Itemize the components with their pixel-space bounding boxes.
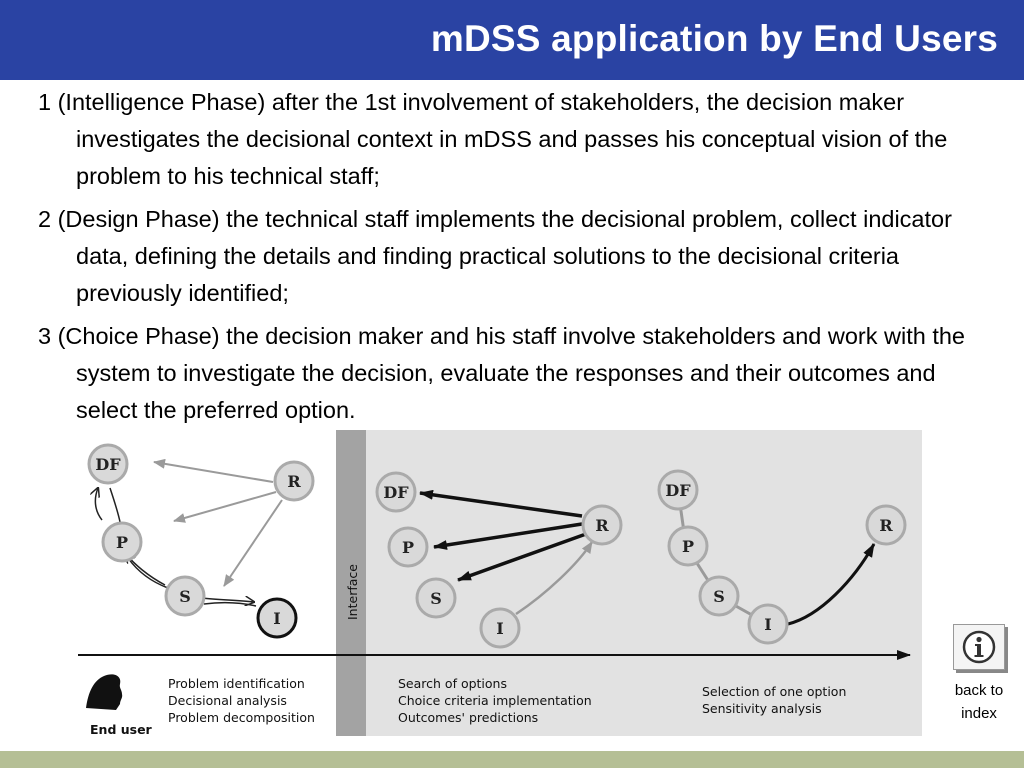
body-text: 1 (Intelligence Phase) after the 1st inv… bbox=[38, 84, 998, 435]
footer-bar bbox=[0, 751, 1024, 768]
arrow-r2-to-p bbox=[433, 522, 583, 550]
node-s-phase2 bbox=[415, 577, 457, 619]
interface-label: Interface bbox=[345, 564, 360, 620]
node-p-phase1-label: P bbox=[116, 533, 128, 552]
node-s-phase2-label: S bbox=[430, 589, 442, 608]
paragraph-intelligence: 1 (Intelligence Phase) after the 1st inv… bbox=[38, 89, 948, 189]
phase2-line-2: Choice criteria implementation bbox=[398, 693, 592, 708]
node-df-phase2-label: DF bbox=[383, 483, 409, 502]
arrow-i2-to-r2 bbox=[515, 541, 594, 616]
end-user-icon bbox=[86, 674, 123, 710]
end-user-label: End user bbox=[90, 722, 153, 737]
node-s-phase1-label: S bbox=[179, 587, 191, 606]
node-p-phase2 bbox=[387, 526, 429, 568]
node-i-phase1 bbox=[256, 597, 298, 639]
node-r-phase2 bbox=[581, 504, 623, 546]
arrow-r2-to-s bbox=[457, 532, 587, 582]
node-i-phase1-label: I bbox=[273, 609, 280, 628]
node-r-phase1 bbox=[273, 460, 315, 502]
node-i-phase3 bbox=[747, 603, 789, 645]
node-i-phase3-label: I bbox=[764, 615, 771, 634]
phase2-line-1: Search of options bbox=[398, 676, 507, 691]
interface-bar bbox=[336, 430, 366, 736]
node-s-phase1 bbox=[164, 575, 206, 617]
node-p-phase2-label: P bbox=[402, 538, 414, 557]
info-icon bbox=[962, 630, 996, 664]
back-to-index-button[interactable] bbox=[953, 624, 1005, 670]
paragraph-design: 2 (Design Phase) the technical staff imp… bbox=[38, 206, 952, 306]
node-r-phase1-label: R bbox=[287, 472, 301, 491]
phase3-line-2: Sensitivity analysis bbox=[702, 701, 822, 716]
arrow-r-to-p bbox=[173, 491, 277, 523]
arrow-r-to-df bbox=[153, 458, 274, 483]
node-df-phase1-label: DF bbox=[95, 455, 121, 474]
node-df-phase3 bbox=[657, 469, 699, 511]
node-r-phase2-label: R bbox=[595, 516, 609, 535]
paragraph-choice: 3 (Choice Phase) the decision maker and … bbox=[38, 323, 965, 423]
phase1-line-2: Decisional analysis bbox=[168, 693, 287, 708]
back-to-index-label[interactable]: back to index bbox=[940, 679, 1018, 725]
path-df-p-s-i-phase3 bbox=[676, 489, 769, 626]
node-r-phase3-label: R bbox=[879, 516, 893, 535]
phase2-line-3: Outcomes' predictions bbox=[398, 710, 538, 725]
arrow-r-to-s bbox=[223, 499, 283, 587]
arrow-s-to-i bbox=[201, 598, 254, 602]
page-title: mDSS application by End Users bbox=[430, 18, 998, 59]
node-s-phase3-label: S bbox=[713, 587, 725, 606]
node-p-phase3 bbox=[667, 525, 709, 567]
node-p-phase1 bbox=[101, 521, 143, 563]
node-df-phase1 bbox=[87, 443, 129, 485]
phase1-line-3: Problem decomposition bbox=[168, 710, 315, 725]
back-label-line-1: back to bbox=[954, 682, 1004, 699]
phase2-3-panel bbox=[366, 430, 922, 736]
node-i-phase2-label: I bbox=[496, 619, 503, 638]
curve-p-to-s bbox=[127, 557, 169, 589]
mdss-phases-diagram: Interface DF P S I R DF P S I bbox=[68, 430, 924, 740]
phase1-line-1: Problem identification bbox=[168, 676, 305, 691]
phase3-line-1: Selection of one option bbox=[702, 684, 846, 699]
arrow-i3-to-r3 bbox=[787, 543, 876, 626]
back-label-line-2: index bbox=[961, 705, 997, 722]
back-to-index[interactable]: back to index bbox=[940, 624, 1018, 725]
node-r-phase3 bbox=[865, 504, 907, 546]
arrow-r2-to-df bbox=[419, 489, 583, 518]
node-df-phase2 bbox=[375, 471, 417, 513]
arrow-p-to-df bbox=[95, 488, 103, 521]
node-s-phase3 bbox=[698, 575, 740, 617]
node-p-phase3-label: P bbox=[682, 537, 694, 556]
title-bar: mDSS application by End Users bbox=[0, 0, 1024, 80]
node-i-phase2 bbox=[479, 607, 521, 649]
node-df-phase3-label: DF bbox=[665, 481, 691, 500]
curve-df-to-p bbox=[109, 487, 121, 523]
